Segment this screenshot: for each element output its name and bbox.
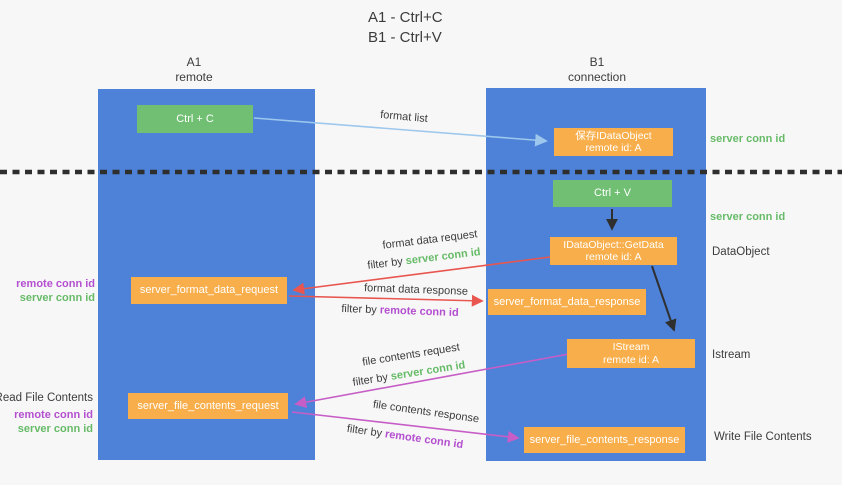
node-server-file-contents-response: server_file_contents_response (524, 427, 685, 453)
diagram-title: A1 - Ctrl+C B1 - Ctrl+V (368, 8, 443, 48)
node-server-format-data-response: server_format_data_response (488, 289, 646, 315)
filter-by-text: filter by (351, 371, 389, 389)
node-istream-line1: IStream (612, 341, 650, 353)
remote-conn-id-text: remote conn id (379, 304, 459, 320)
server-conn-id-text: server conn id (389, 359, 467, 383)
label-file-contents-response: file contents response (372, 398, 480, 426)
label-filter-by-remote-conn-id-1: filter by remote conn id (341, 303, 459, 319)
server-conn-id-text: server conn id (405, 246, 482, 268)
node-idataobject-getdata: IDataObject::GetData remote id: A (550, 237, 677, 265)
node-save-dataobject-line2: remote id: A (585, 142, 642, 154)
node-save-dataobject-line1: 保存IDataObject (575, 129, 652, 142)
label-conn-ids-file: remote conn id server conn id (14, 408, 93, 436)
server-conn-id-label: server conn id (19, 292, 95, 304)
label-server-conn-id-top: server conn id (710, 133, 786, 145)
column-b1-subtitle: connection (567, 70, 627, 84)
column-header-a1: A1 remote (129, 55, 259, 85)
label-write-file-contents: Write File Contents (714, 431, 812, 443)
node-getdata-line1: IDataObject::GetData (563, 238, 664, 251)
label-istream: Istream (712, 349, 751, 361)
node-ctrl-c: Ctrl + C (137, 105, 253, 133)
column-a1-subtitle: remote (175, 70, 213, 84)
remote-conn-id-text: remote conn id (384, 428, 464, 452)
label-read-file-contents: Read File Contents (0, 392, 93, 404)
column-b1-name: B1 (589, 55, 605, 69)
filter-by-text: filter by (341, 302, 378, 317)
node-server-format-data-request: server_format_data_request (131, 277, 287, 304)
node-ctrl-v: Ctrl + V (553, 180, 672, 207)
node-server-file-contents-request: server_file_contents_request (128, 393, 288, 419)
label-format-list: format list (379, 108, 429, 126)
server-conn-id-label: server conn id (17, 423, 93, 435)
filter-by-text: filter by (366, 255, 404, 272)
node-istream: IStream remote id: A (567, 339, 695, 368)
label-dataobject: DataObject (712, 246, 770, 258)
remote-conn-id-label: remote conn id (14, 409, 93, 421)
title-line-1: A1 - Ctrl+C (368, 9, 443, 26)
node-getdata-line2: remote id: A (585, 251, 642, 263)
node-istream-line2: remote id: A (602, 353, 660, 366)
node-save-dataobject: 保存IDataObject remote id: A (554, 128, 673, 156)
label-filter-by-remote-conn-id-2: filter by remote conn id (346, 423, 464, 451)
remote-conn-id-label: remote conn id (16, 278, 95, 290)
title-line-2: B1 - Ctrl+V (368, 29, 442, 46)
filter-by-text: filter by (346, 422, 383, 440)
column-a1-name: A1 (186, 55, 202, 69)
label-format-data-response: format data response (363, 282, 469, 298)
label-conn-ids-format: remote conn id server conn id (16, 277, 95, 305)
column-header-b1: B1 connection (532, 55, 662, 85)
label-server-conn-id-mid: server conn id (710, 211, 786, 223)
